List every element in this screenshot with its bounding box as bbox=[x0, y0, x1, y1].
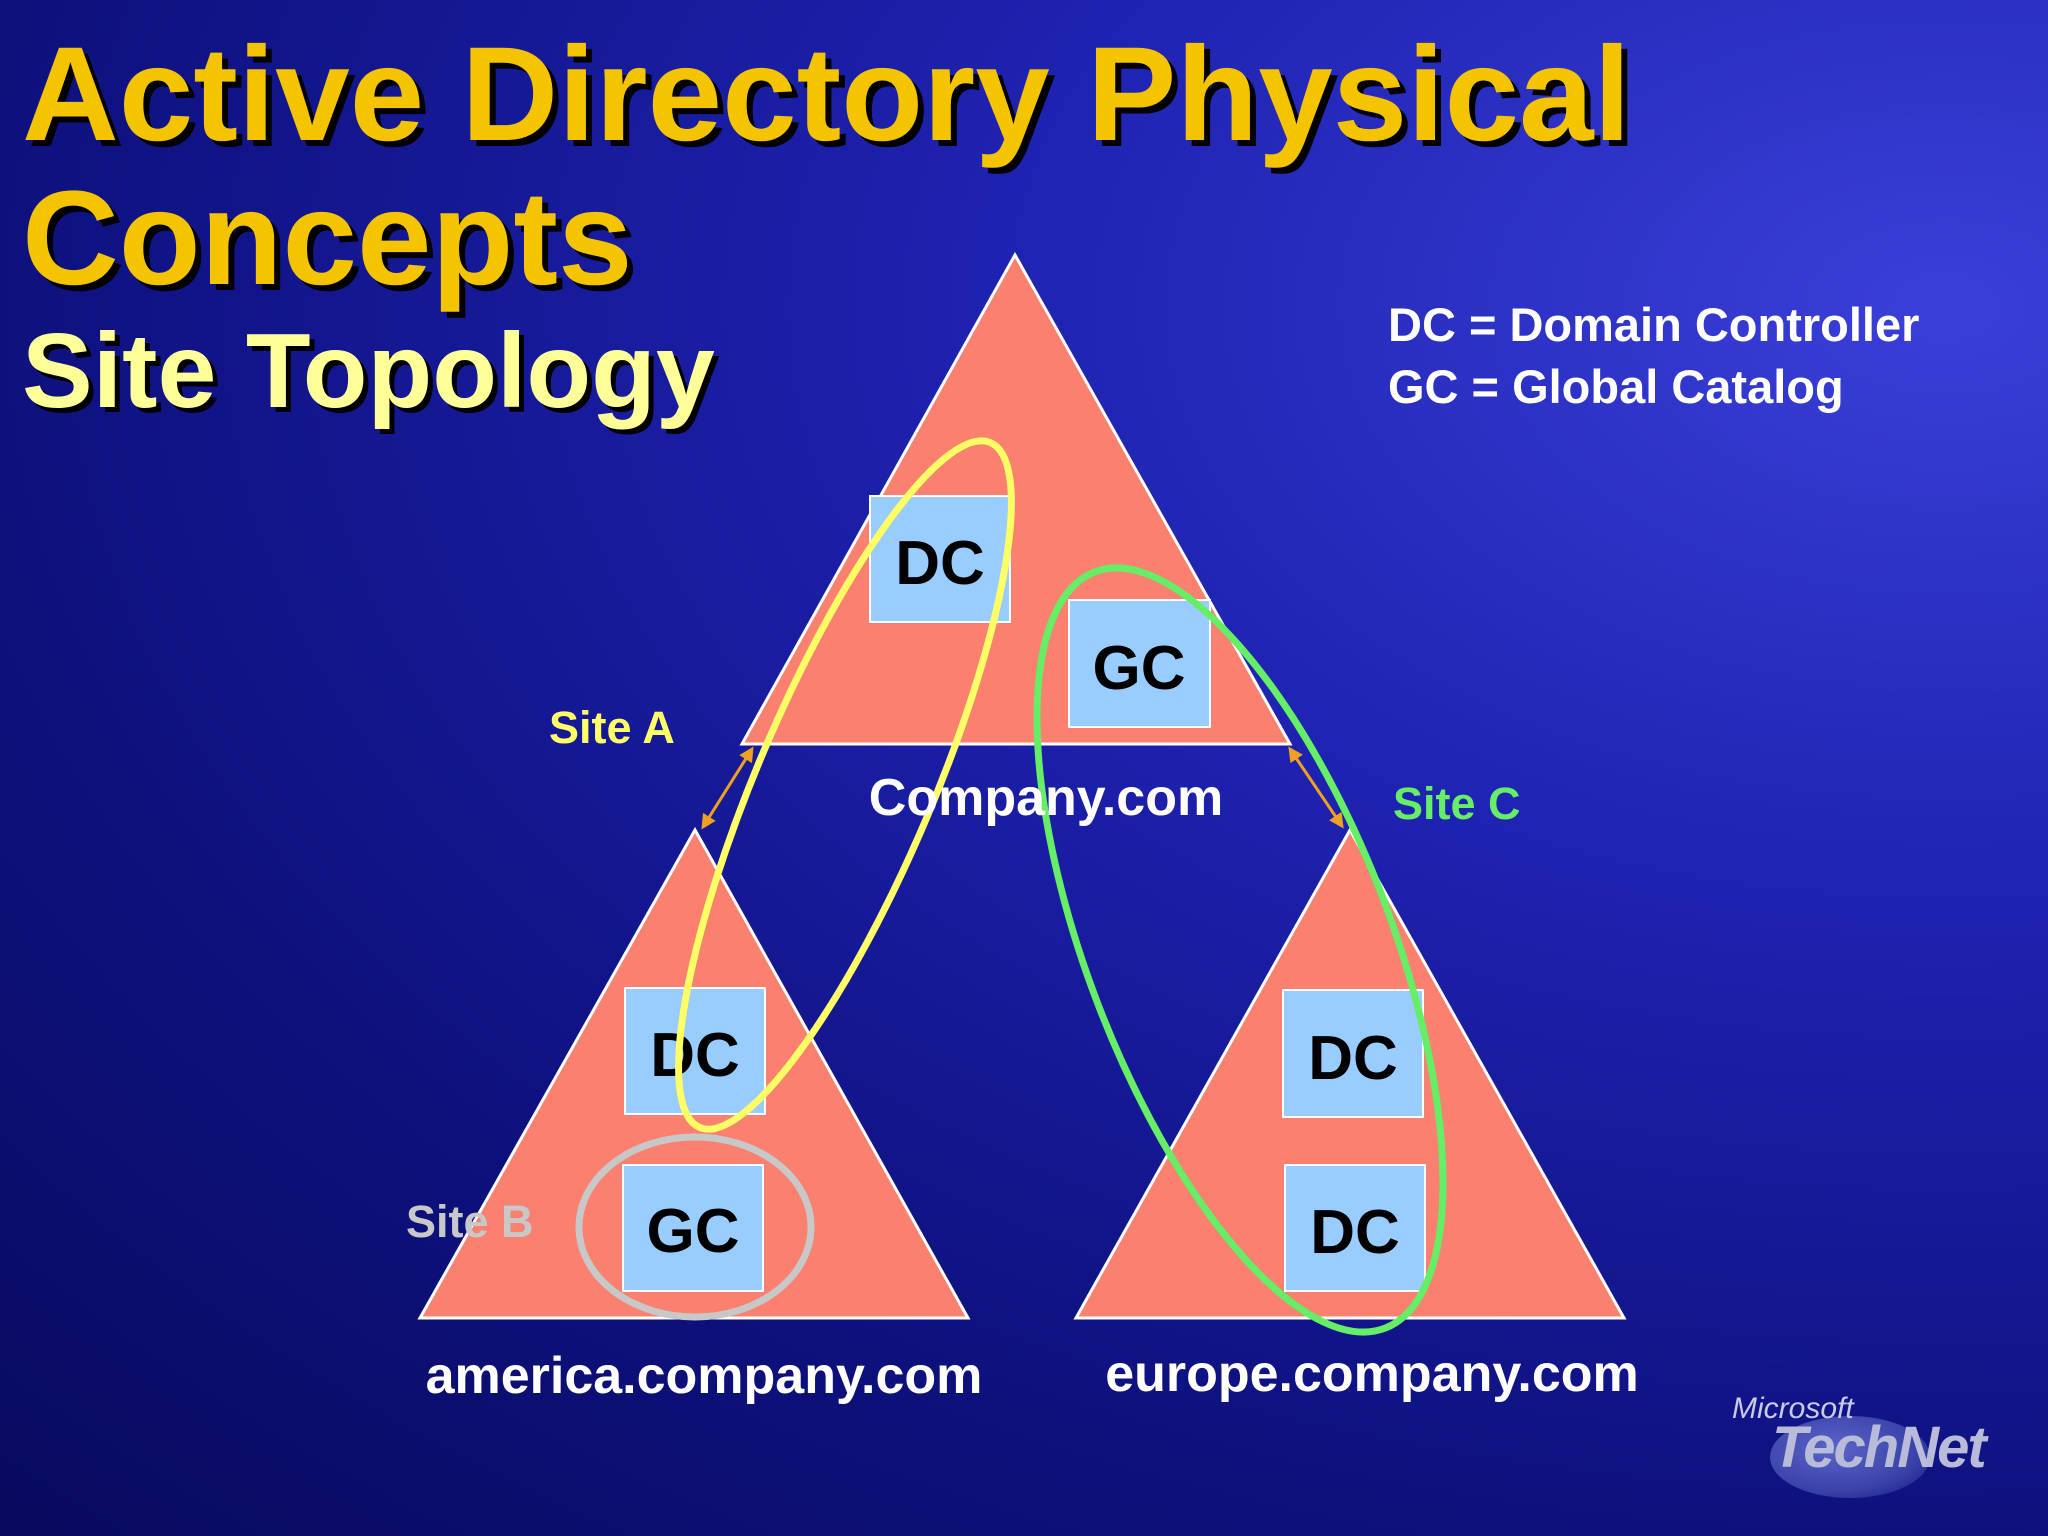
slide-title-line2: Concepts bbox=[22, 164, 633, 313]
europe-dc-box-1 bbox=[1282, 989, 1424, 1118]
link-arrow-root-europe bbox=[1288, 746, 1344, 829]
america-domain-label: america.company.com bbox=[426, 1347, 983, 1405]
europe-dc-label-2: DC bbox=[1310, 1198, 1400, 1267]
america-dc-label: DC bbox=[650, 1021, 740, 1090]
link-arrow-root-america bbox=[701, 746, 754, 830]
site-c-ellipse bbox=[1033, 564, 1447, 1336]
root-domain-label: Company.com bbox=[869, 769, 1223, 827]
logo-brand: Microsoft bbox=[1732, 1392, 1854, 1425]
america-gc-label: GC bbox=[647, 1197, 740, 1266]
site-c-label: Site C bbox=[1393, 778, 1521, 829]
america-dc-box bbox=[624, 987, 766, 1115]
logo-globe-icon bbox=[1770, 1416, 1930, 1498]
root-dc-label: DC bbox=[895, 529, 985, 598]
site-a-ellipse bbox=[675, 437, 1015, 1133]
america-gc-box bbox=[622, 1164, 764, 1292]
legend-gc: GC = Global Catalog bbox=[1388, 360, 1844, 413]
site-b-ellipse bbox=[575, 1133, 815, 1321]
europe-domain-label: europe.company.com bbox=[1105, 1345, 1639, 1403]
root-gc-box bbox=[1068, 599, 1211, 728]
europe-dc-box-2 bbox=[1284, 1164, 1426, 1292]
microsoft-technet-logo: Microsoft TechNet bbox=[1730, 1388, 2010, 1498]
root-gc-label: GC bbox=[1093, 634, 1186, 703]
slide-title-line1: Active Directory Physical bbox=[22, 20, 1631, 169]
slide-subtitle: Site Topology bbox=[22, 312, 715, 430]
legend-dc: DC = Domain Controller bbox=[1388, 298, 1920, 351]
site-b-label: Site B bbox=[406, 1196, 534, 1247]
logo-product: TechNet bbox=[1772, 1415, 1987, 1480]
legend: DC = Domain Controller GC = Global Catal… bbox=[1388, 294, 1919, 418]
europe-dc-label-1: DC bbox=[1308, 1024, 1398, 1093]
site-a-label: Site A bbox=[549, 702, 675, 753]
